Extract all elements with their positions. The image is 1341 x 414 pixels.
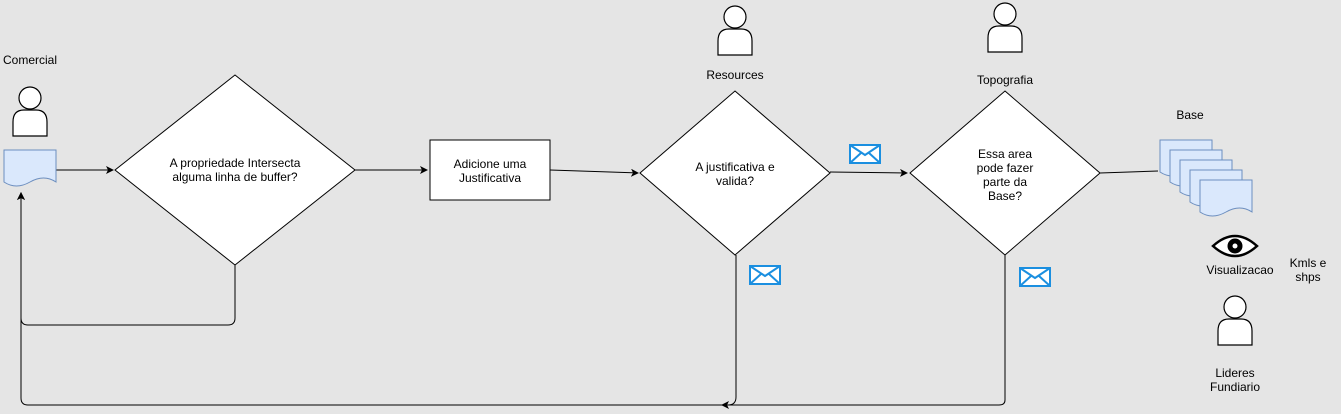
envelope-icon [749,265,781,285]
line-decision3-to-base [1099,170,1159,174]
actor-label-topografia: Topografia [976,73,1034,87]
eye-icon [1211,234,1259,258]
process-label-adicione: Adicione uma Justificativa [453,157,527,185]
output-label-base: Base [1176,108,1204,122]
envelope-icon [1019,267,1051,287]
actor-label-lideres: Lideres Fundiario [1209,366,1261,394]
decision-base [909,90,1101,256]
connectors [17,166,1159,409]
decision-intersecta [114,74,356,266]
output-label-kmls: Kmls e shps [1289,256,1327,284]
person-icon [717,5,753,56]
stacked-documents-icon [1159,139,1253,217]
decision-justificativa-valida [639,90,831,256]
decision-label-justificativa: A justificativa e valida? [695,160,775,188]
document-icon [3,149,57,187]
person-icon [12,86,48,137]
person-icon [1217,295,1253,346]
envelope-icon [849,144,881,164]
person-icon [987,2,1023,53]
actor-label-resources: Resources [706,68,764,82]
loop-back-long [17,192,1006,406]
decision-label-intersecta: A propriedade Intersecta alguma linha de… [169,156,301,184]
decision-label-base: Essa area pode fazer parte da Base? [976,147,1034,203]
arrow-process-to-decision2 [549,168,639,177]
arrow-decision2-to-decision3 [829,168,908,177]
line-decision2-down [727,255,737,406]
output-label-visualizacao: Visualizacao [1206,263,1274,277]
actor-label-comercial: Comercial [2,53,57,67]
process-adicione-justificativa [429,139,551,201]
